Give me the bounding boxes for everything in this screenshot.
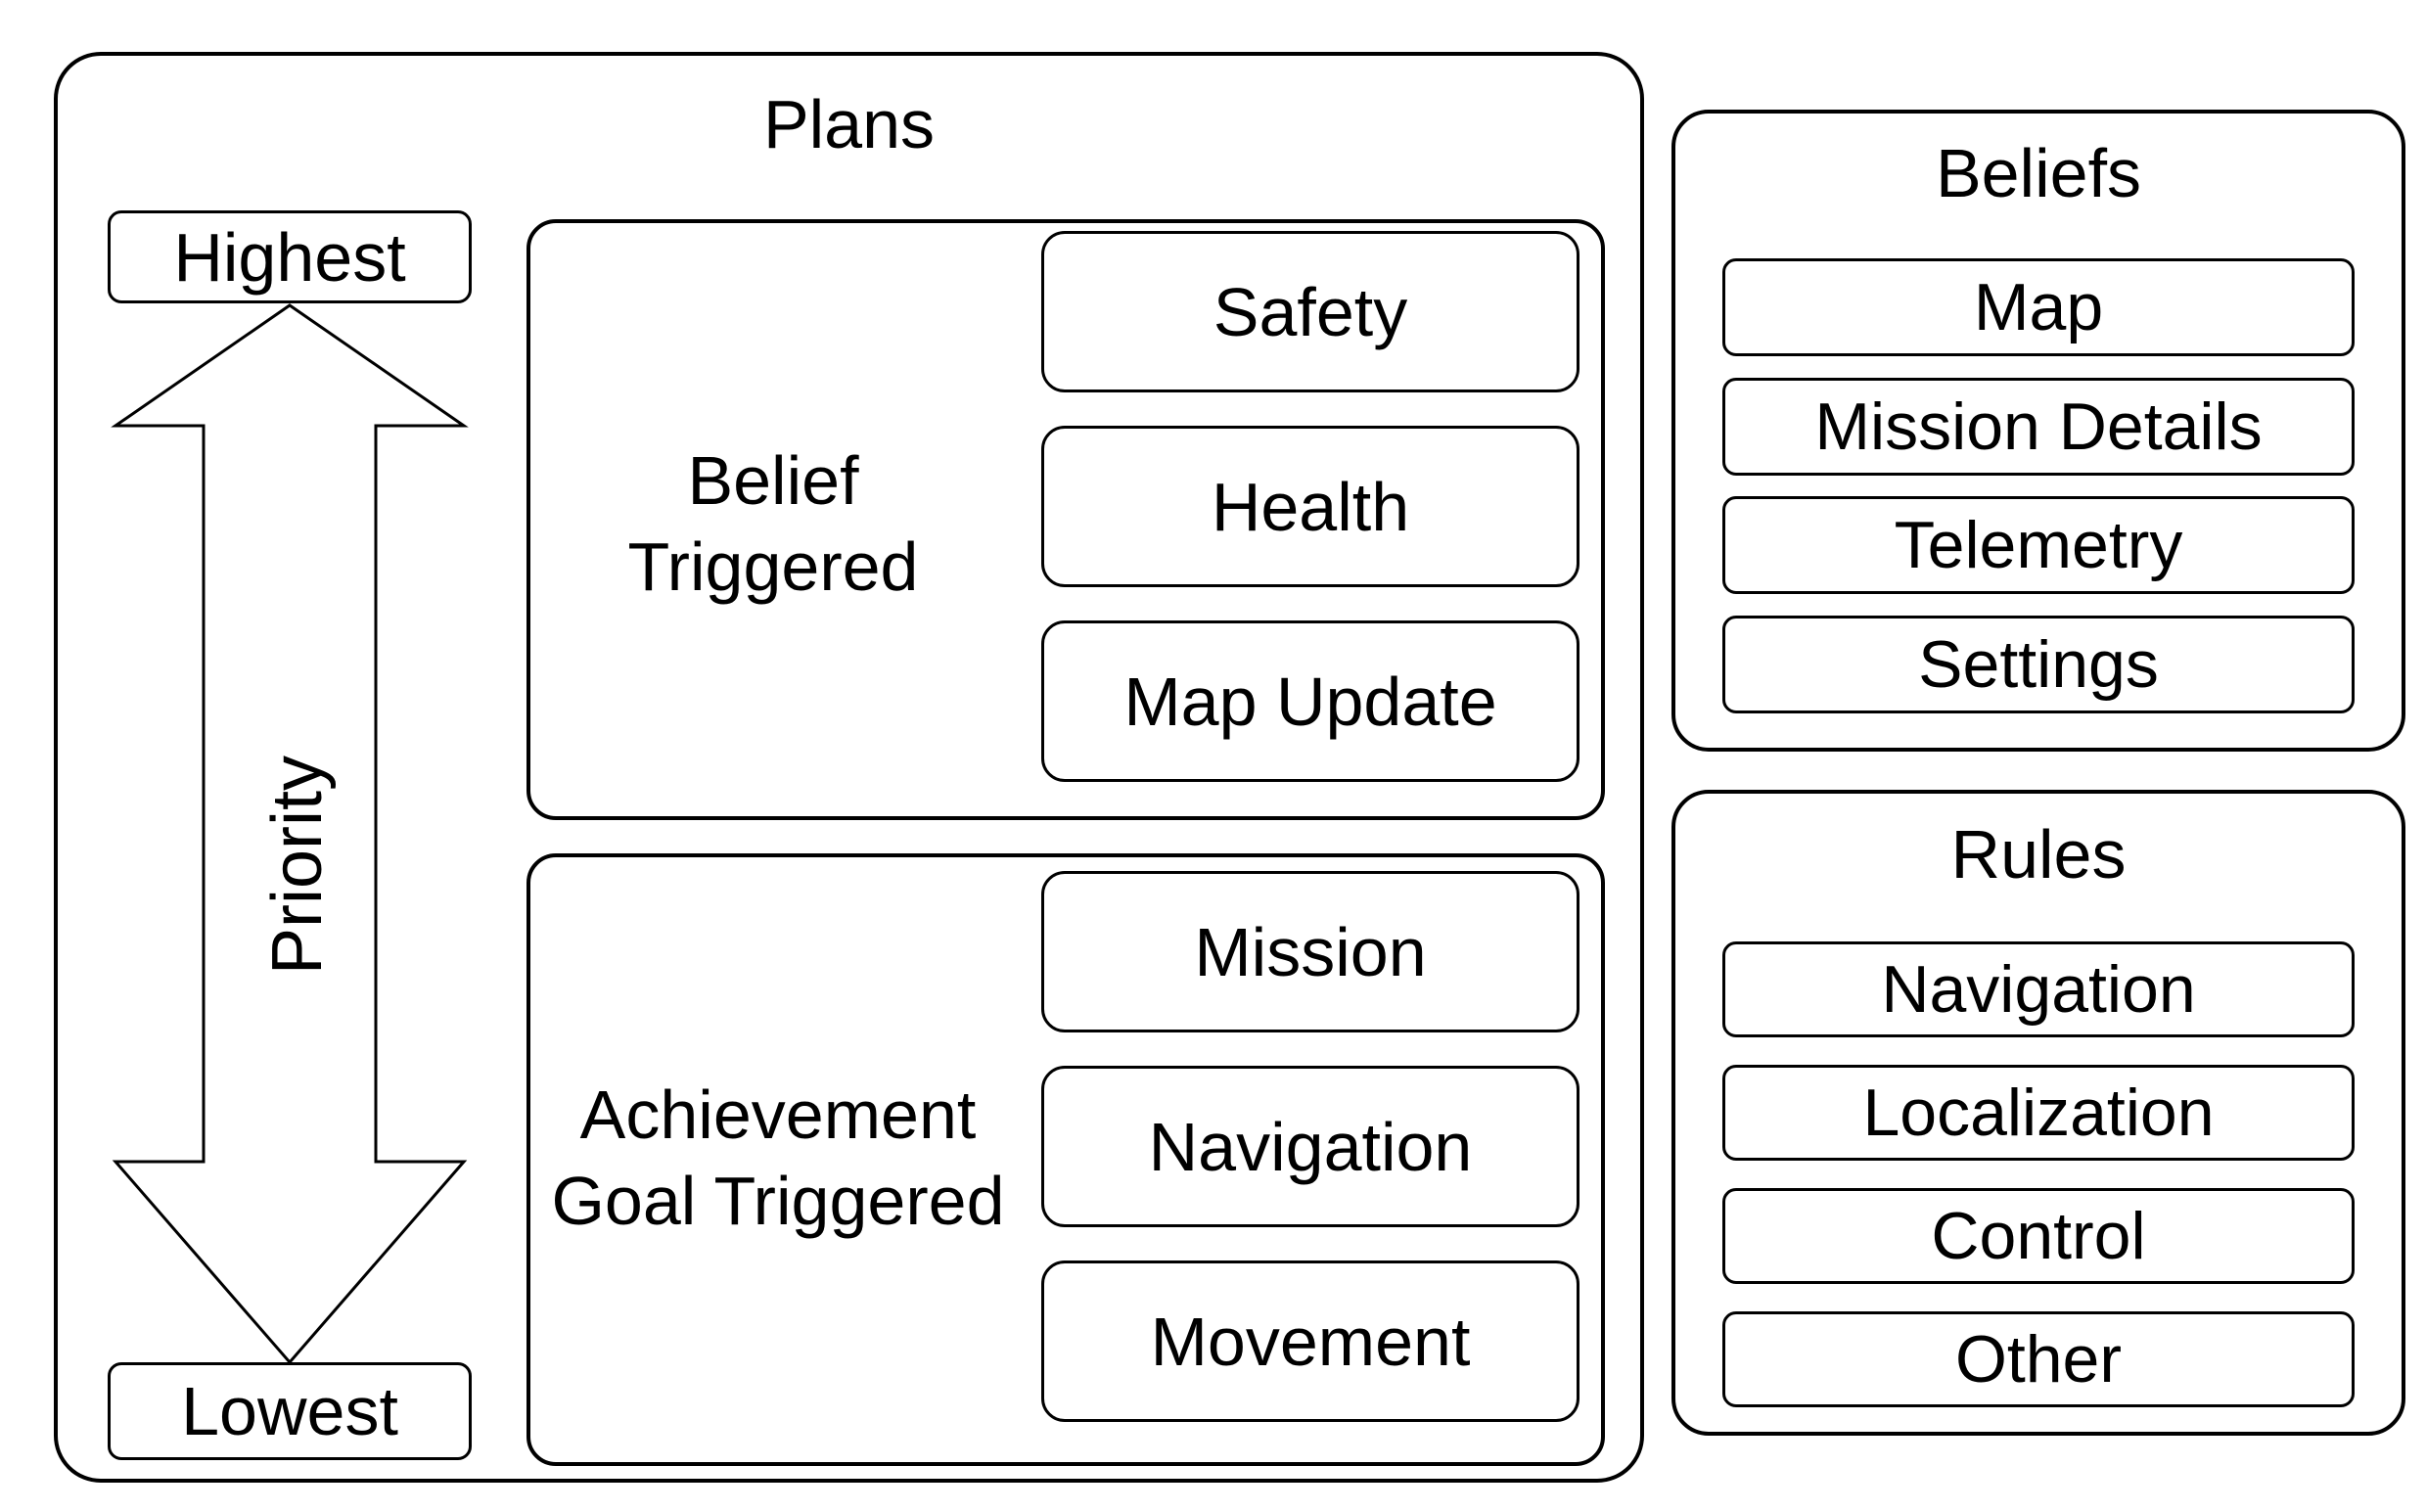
priority-axis-label: Priority: [258, 755, 337, 976]
achievement-goal-triggered-label: Achievement Goal Triggered: [533, 1073, 1023, 1244]
rule-item-localization: Localization: [1722, 1065, 2355, 1161]
achievement-goal-triggered-label-line1: Achievement: [579, 1077, 977, 1153]
plans-title: Plans: [762, 86, 936, 162]
plan-item-navigation: Navigation: [1041, 1066, 1579, 1227]
rules-title: Rules: [1950, 816, 2127, 893]
belief-triggered-label-line2: Triggered: [627, 527, 919, 605]
plan-item-movement: Movement: [1041, 1260, 1579, 1422]
beliefs-title: Beliefs: [1935, 135, 2142, 211]
priority-highest-box: Highest: [108, 210, 472, 303]
priority-lowest-box: Lowest: [108, 1362, 472, 1460]
priority-double-arrow: [111, 303, 469, 1365]
belief-item-mission-details: Mission Details: [1722, 378, 2355, 476]
rule-item-control: Control: [1722, 1188, 2355, 1284]
belief-item-map: Map: [1722, 258, 2355, 356]
plan-item-map-update: Map Update: [1041, 620, 1579, 782]
belief-item-settings: Settings: [1722, 616, 2355, 713]
rule-item-other: Other: [1722, 1311, 2355, 1407]
belief-triggered-label: Belief Triggered: [543, 438, 1003, 610]
achievement-goal-triggered-label-line2: Goal Triggered: [551, 1162, 1005, 1239]
plan-item-mission: Mission: [1041, 871, 1579, 1032]
priority-arrow-shape: [111, 303, 469, 1365]
rule-item-navigation: Navigation: [1722, 941, 2355, 1037]
plan-item-health: Health: [1041, 426, 1579, 587]
plan-item-safety: Safety: [1041, 231, 1579, 392]
belief-triggered-label-line1: Belief: [687, 442, 859, 519]
belief-item-telemetry: Telemetry: [1722, 496, 2355, 594]
